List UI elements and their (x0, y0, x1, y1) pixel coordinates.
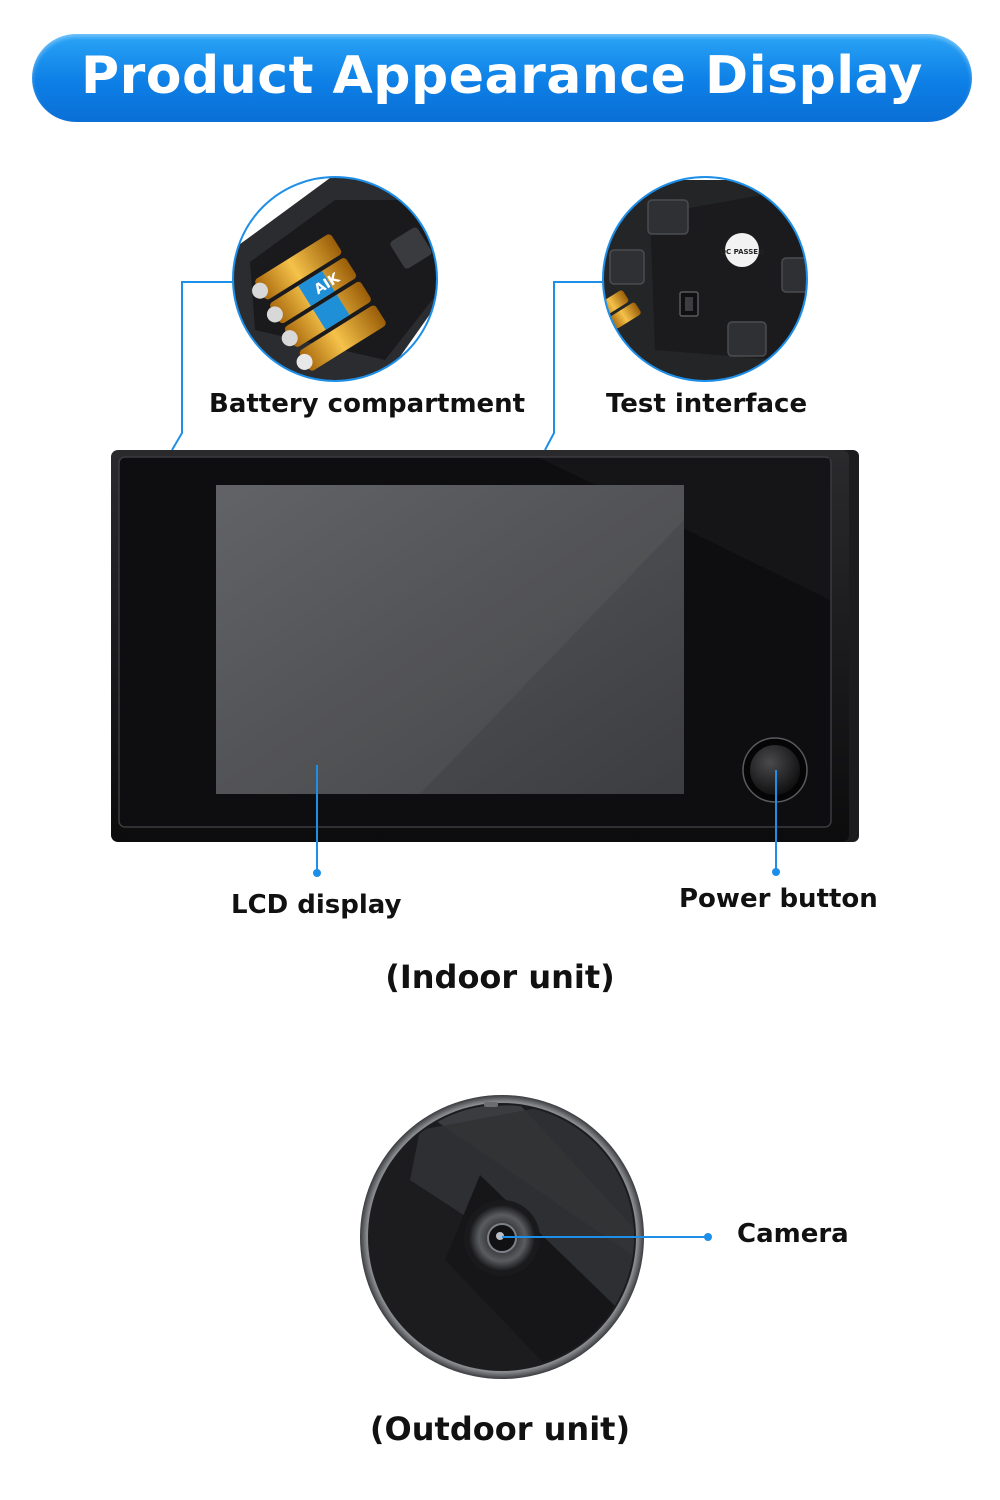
power-button-label: Power button (679, 884, 878, 914)
lcd-screen (216, 485, 684, 794)
test-interface-zoom-circle: QC PASSED (602, 176, 808, 382)
indoor-unit-caption: (Indoor unit) (385, 958, 615, 996)
qc-passed-text: QC PASSED (720, 248, 764, 256)
lcd-display-label: LCD display (231, 890, 402, 920)
test-interface-label: Test interface (606, 389, 808, 419)
lcd-leader-dot (313, 869, 321, 877)
camera-label: Camera (737, 1219, 849, 1249)
test-leader-line (544, 281, 603, 451)
indoor-unit (111, 450, 859, 842)
qc-passed-sticker: QC PASSED (720, 233, 764, 267)
battery-zoom-circle: AIK (232, 176, 438, 382)
page-title: Product Appearance Display (81, 46, 923, 106)
battery-compartment-label: Battery compartment (209, 389, 526, 419)
outdoor-unit-caption: (Outdoor unit) (369, 1410, 631, 1448)
battery-icon: AIK (252, 234, 386, 371)
camera-leader-dot (704, 1233, 712, 1241)
title-banner: Product Appearance Display (32, 34, 972, 122)
usb-port-icon (679, 291, 699, 317)
power-leader-dot (772, 868, 780, 876)
battery-leader-line (171, 281, 233, 451)
